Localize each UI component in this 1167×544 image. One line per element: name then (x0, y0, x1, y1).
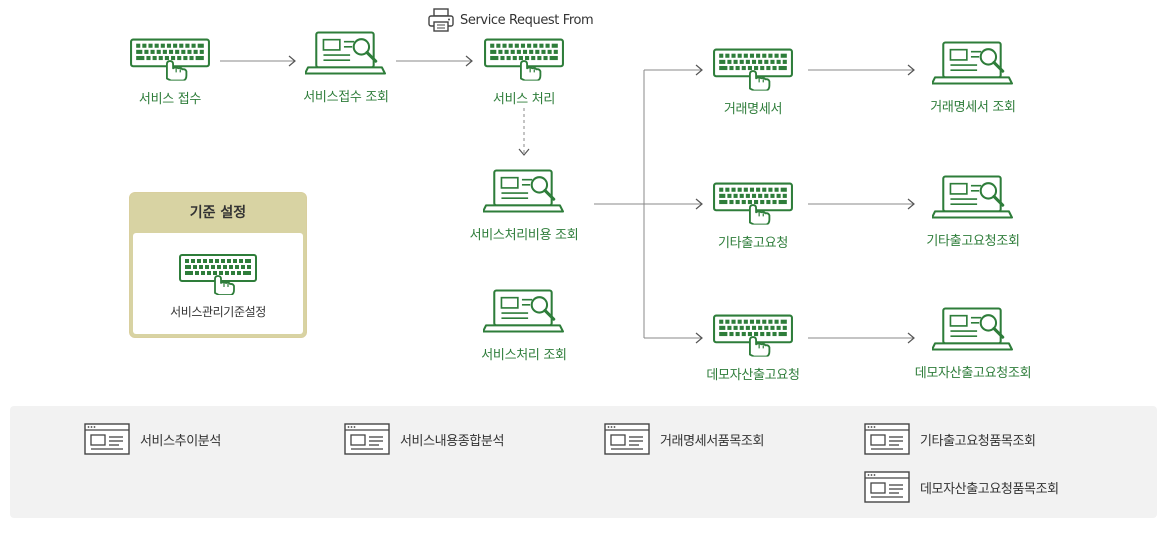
report-item-demo-asset-shipping-items[interactable]: 데모자산출고요청품목조회 (864, 471, 1059, 503)
node-other-shipping-request[interactable]: 기타출고요청 (678, 176, 828, 251)
report-window-icon (344, 423, 390, 455)
printer-icon (428, 8, 454, 32)
report-label: 서비스내용종합분석 (400, 433, 505, 449)
report-item-other-shipping-items[interactable]: 기타출고요청품목조회 (864, 423, 1036, 455)
node-demo-asset-shipping-request[interactable]: 데모자산출고요청 (678, 308, 828, 383)
arrowhead-demo-inquiry (907, 332, 915, 344)
node-label: 서비스처리비용 조회 (469, 228, 579, 243)
node-transaction-statement[interactable]: 거래명세서 (678, 42, 828, 117)
arrowhead-cost (518, 148, 530, 156)
node-label: 기타출고요청 (718, 236, 788, 251)
node-label: 서비스 처리 (492, 92, 556, 107)
report-label: 기타출고요청품목조회 (920, 433, 1036, 449)
node-demo-asset-shipping-request-inquiry[interactable]: 데모자산출고요청조회 (898, 304, 1048, 381)
laptop-search-icon (932, 304, 1014, 354)
node-label: 거래명세서 (723, 102, 783, 117)
node-service-receipt[interactable]: 서비스 접수 (95, 32, 245, 107)
node-service-processing-inquiry[interactable]: 서비스처리 조회 (449, 286, 599, 363)
laptop-search-icon (305, 28, 387, 78)
arrowhead-statement (695, 64, 703, 76)
node-label: 기타출고요청조회 (926, 234, 1020, 249)
keyboard-hand-icon (712, 176, 794, 226)
node-label: 서비스접수 조회 (303, 90, 389, 105)
print-label-text: Service Request From (460, 12, 594, 28)
laptop-search-icon (483, 166, 565, 216)
arrowhead-other-inquiry (907, 198, 915, 210)
node-label: 거래명세서 조회 (930, 100, 1016, 115)
arrowhead-demo (695, 332, 703, 344)
service-request-form-label: Service Request From (428, 8, 594, 32)
laptop-search-icon (932, 38, 1014, 88)
arrowhead-inquiry (288, 55, 296, 67)
node-service-cost-inquiry[interactable]: 서비스처리비용 조회 (449, 166, 599, 243)
keyboard-hand-icon (129, 32, 211, 82)
laptop-search-icon (483, 286, 565, 336)
node-label: 데모자산출고요청조회 (914, 366, 1032, 381)
criteria-settings-box: 기준 설정 서비스관리기준설정 (129, 192, 307, 338)
report-item-service-content-analysis[interactable]: 서비스내용종합분석 (344, 423, 504, 455)
report-label: 데모자산출고요청품목조회 (920, 481, 1059, 497)
node-label: 서비스처리 조회 (481, 348, 567, 363)
report-label: 거래명세서품목조회 (660, 433, 765, 449)
node-transaction-statement-inquiry[interactable]: 거래명세서 조회 (898, 38, 1048, 115)
criteria-body[interactable]: 서비스관리기준설정 (133, 233, 303, 334)
criteria-title: 기준 설정 (189, 205, 247, 221)
keyboard-hand-icon (483, 32, 565, 82)
arrowhead-other (695, 198, 703, 210)
report-window-icon (604, 423, 650, 455)
report-window-icon (84, 423, 130, 455)
arrowhead-statement-inquiry (907, 64, 915, 76)
keyboard-hand-icon (712, 42, 794, 92)
criteria-item-label: 서비스관리기준설정 (170, 305, 266, 319)
report-item-statement-items[interactable]: 거래명세서품목조회 (604, 423, 764, 455)
node-service-processing[interactable]: 서비스 처리 (449, 32, 599, 107)
report-item-service-trend[interactable]: 서비스추이분석 (84, 423, 221, 455)
keyboard-hand-icon (178, 249, 258, 295)
laptop-search-icon (932, 172, 1014, 222)
node-label: 서비스 접수 (138, 92, 202, 107)
keyboard-hand-icon (712, 308, 794, 358)
arrowhead-processing (465, 55, 473, 67)
report-label: 서비스추이분석 (140, 433, 221, 449)
report-window-icon (864, 471, 910, 503)
report-window-icon (864, 423, 910, 455)
node-label: 데모자산출고요청 (706, 368, 800, 383)
node-service-receipt-inquiry[interactable]: 서비스접수 조회 (271, 28, 421, 105)
node-other-shipping-request-inquiry[interactable]: 기타출고요청조회 (898, 172, 1048, 249)
report-panel (10, 406, 1157, 518)
